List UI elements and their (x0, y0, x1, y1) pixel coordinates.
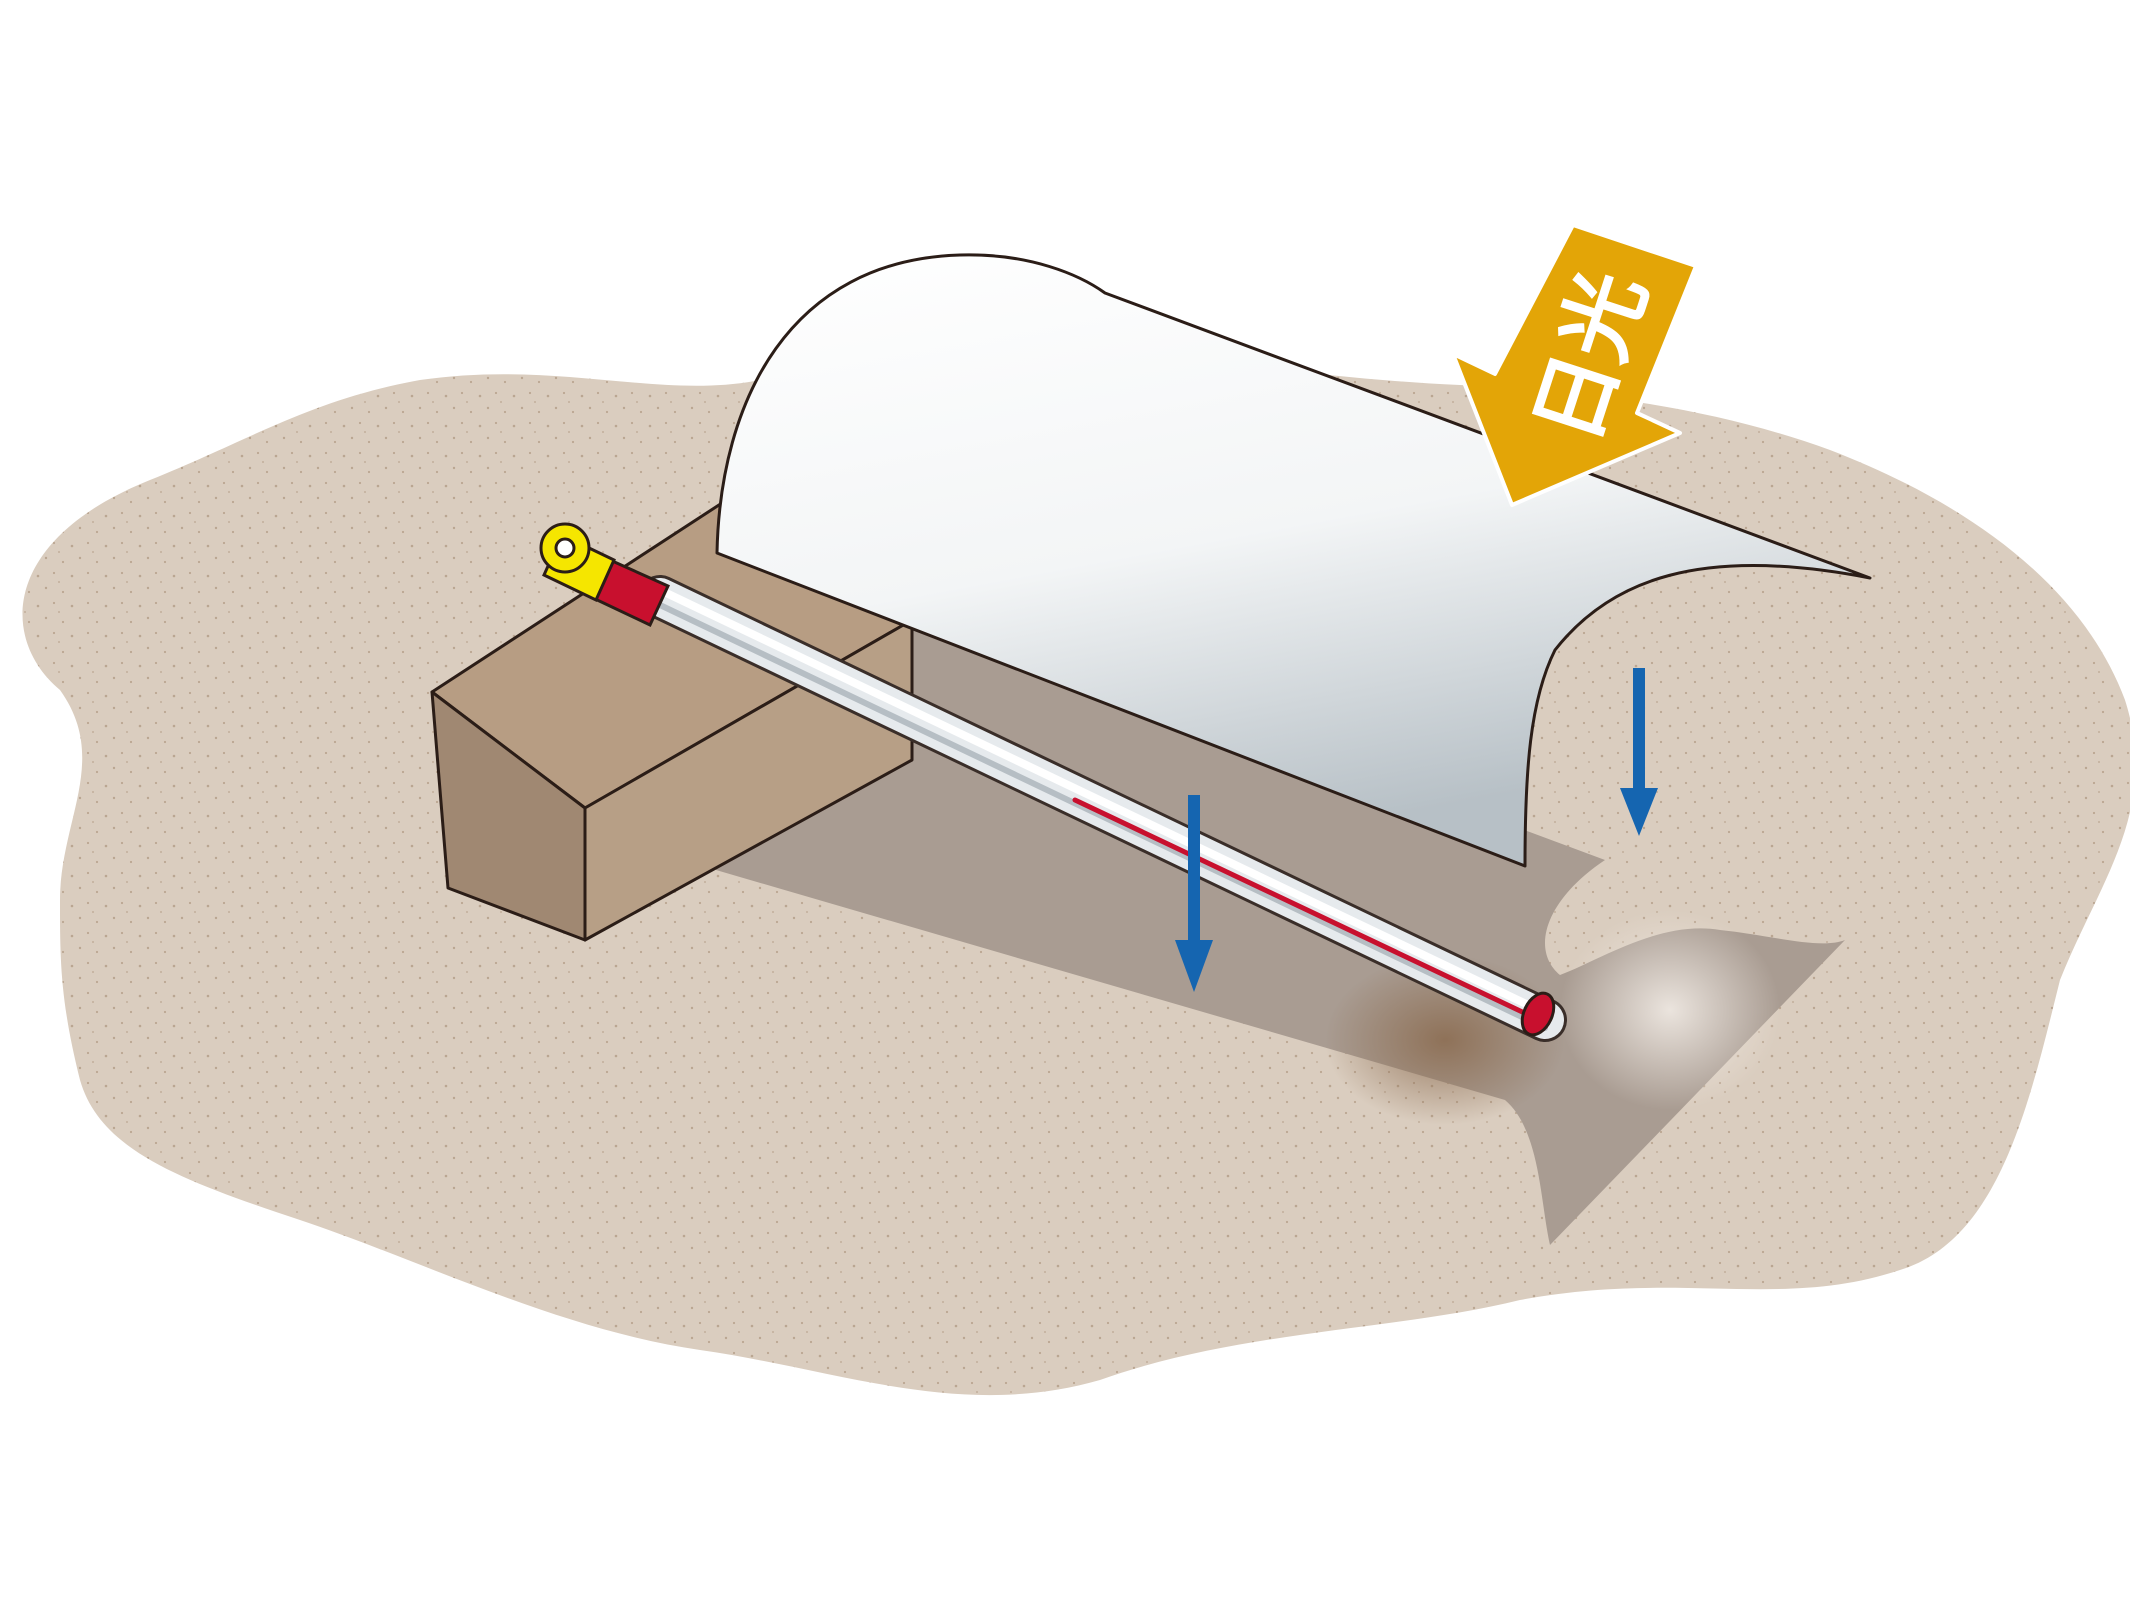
thermometer-bulb (1520, 991, 1556, 1037)
sunlight-arrow-icon: 日光 (1451, 223, 1698, 507)
down-arrow-icon (1620, 668, 1658, 836)
thermometer (539, 522, 1567, 1042)
down-arrow-icon (1175, 795, 1213, 992)
hanging-ring-icon (539, 522, 591, 574)
mercury-column (1072, 797, 1538, 1021)
